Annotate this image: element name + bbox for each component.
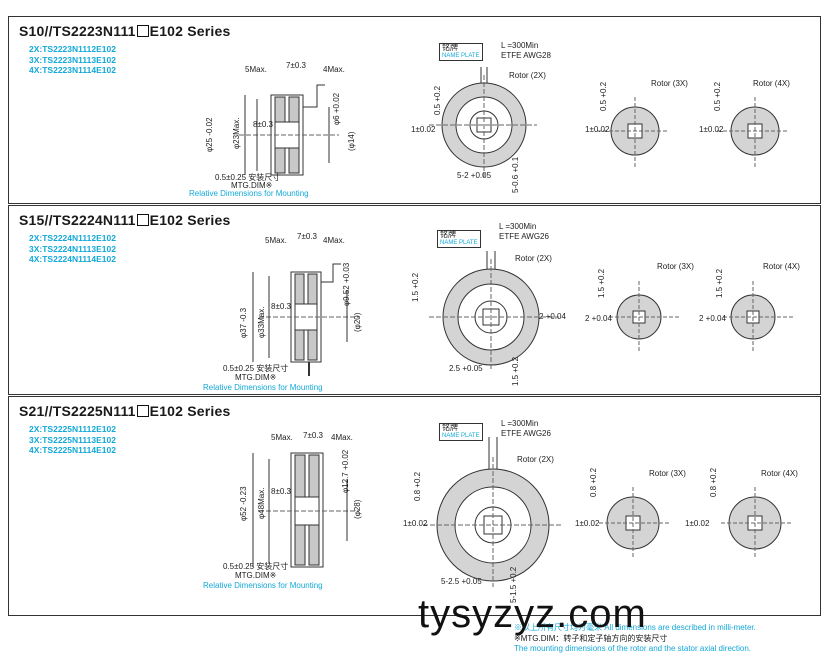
lead-wire: ETFE AWG26 — [499, 232, 549, 241]
rotor-4x-dim-a: 0.5 +0.2 — [713, 81, 722, 111]
lead-length: L =300Min — [501, 419, 539, 428]
rotor-2x-label: Rotor (2X) — [517, 455, 554, 464]
dim-4max: 4Max. — [331, 433, 353, 442]
dim-7: 7±0.3 — [297, 232, 317, 241]
rotor-dim-a: 0.5 +0.2 — [433, 85, 442, 115]
rotor-dim-d: 5-0.6 +0.1 — [511, 156, 520, 193]
dim-8: 8±0.3 — [253, 120, 273, 129]
mtg-dim-note: Relative Dimensions for Mounting — [203, 383, 323, 392]
rotor-4x-drawing — [717, 97, 787, 167]
rotor-3x-dim-a: 0.8 +0.2 — [589, 467, 598, 497]
model-list: 2X:TS2223N1112E102 3X:TS2223N1113E102 4X… — [29, 44, 116, 75]
dim-7: 7±0.3 — [286, 61, 306, 70]
rotor-4x-label: Rotor (4X) — [753, 79, 790, 88]
rotor-dim-a: 0.8 +0.2 — [413, 471, 422, 501]
rotor-3x-label: Rotor (3X) — [651, 79, 688, 88]
dim-shaft: φ9.52 +0.03 — [342, 262, 351, 306]
rotor-4x-dim-b: 1±0.02 — [699, 125, 724, 134]
front-view-drawing — [429, 251, 559, 371]
dim-bore: (φ20) — [353, 312, 362, 332]
front-view-drawing — [429, 67, 537, 177]
lead-wire: ETFE AWG28 — [501, 51, 551, 60]
dim-4max: 4Max. — [323, 65, 345, 74]
rotor-dim-b: 1±0.02 — [411, 125, 436, 134]
mtg-dim: MTG.DIM※ — [235, 571, 277, 580]
side-view-drawing — [252, 452, 359, 568]
footer-note-mtg-en: The mounting dimensions of the rotor and… — [514, 644, 752, 653]
rotor-dim-b: 2 +0.04 — [539, 312, 566, 321]
dim-outer-diameter: φ52 -0.23 — [239, 486, 248, 521]
dim-8: 8±0.3 — [271, 487, 291, 496]
rotor-4x-dim-b: 2 +0.04 — [699, 314, 726, 323]
dim-max-diameter: φ48Max. — [257, 487, 266, 519]
dim-5max: 5Max. — [271, 433, 293, 442]
dim-7: 7±0.3 — [303, 431, 323, 440]
dim-shaft: φ12.7 +0.02 — [341, 449, 350, 493]
rotor-3x-dim-a: 1.5 +0.2 — [597, 268, 606, 298]
rotor-3x-label: Rotor (3X) — [649, 469, 686, 478]
rotor-3x-dim-a: 0.5 +0.2 — [599, 81, 608, 111]
dim-8: 8±0.3 — [271, 302, 291, 311]
rotor-dim-a: 1.5 +0.2 — [411, 272, 420, 302]
rotor-dim-c: 5-2 +0.05 — [457, 171, 492, 180]
rotor-4x-drawing — [721, 487, 791, 557]
footer-note-mtg-cn: ※MTG.DIM：转子和定子轴方向的安装尺寸 — [514, 634, 668, 643]
mtg-dim: MTG.DIM※ — [231, 181, 273, 190]
rotor-3x-drawing — [609, 281, 679, 351]
rotor-3x-label: Rotor (3X) — [657, 262, 694, 271]
lead-length: L =300Min — [501, 41, 539, 50]
model-list: 2X:TS2224N1112E102 3X:TS2224N1113E102 4X… — [29, 233, 116, 264]
rotor-3x-dim-b: 2 +0.04 — [585, 314, 612, 323]
lead-length: L =300Min — [499, 222, 537, 231]
rotor-4x-dim-b: 1±0.02 — [685, 519, 710, 528]
rotor-dim-c: 2.5 +0.05 — [449, 364, 483, 373]
dim-5max: 5Max. — [265, 236, 287, 245]
rotor-dim-b: 1±0.02 — [403, 519, 428, 528]
dim-5max: 5Max. — [245, 65, 267, 74]
mtg-dim: MTG.DIM※ — [235, 373, 277, 382]
mtg-dim-cn: 0.5±0.25 安装尺寸 — [223, 562, 289, 571]
mtg-dim-cn: 0.5±0.25 安装尺寸 — [223, 364, 289, 373]
rotor-4x-label: Rotor (4X) — [763, 262, 800, 271]
rotor-4x-label: Rotor (4X) — [761, 469, 798, 478]
front-view-drawing — [423, 437, 563, 587]
rotor-3x-dim-b: 1±0.02 — [585, 125, 610, 134]
lead-wire: ETFE AWG26 — [501, 429, 551, 438]
mtg-dim-cn: 0.5±0.25 安装尺寸 — [215, 173, 281, 182]
dim-shaft: φ6 +0.02 — [332, 92, 341, 125]
model-list: 2X:TS2225N1112E102 3X:TS2225N1113E102 4X… — [29, 424, 116, 455]
side-view-drawing — [252, 263, 359, 376]
dim-outer-diameter: φ37 -0.3 — [239, 307, 248, 338]
rotor-2x-label: Rotor (2X) — [509, 71, 546, 80]
rotor-3x-drawing — [599, 487, 669, 557]
rotor-4x-dim-a: 0.8 +0.2 — [709, 467, 718, 497]
side-view-drawing — [239, 84, 339, 176]
rotor-2x-label: Rotor (2X) — [515, 254, 552, 263]
rotor-4x-drawing — [723, 281, 793, 351]
mtg-dim-note: Relative Dimensions for Mounting — [189, 189, 309, 198]
dim-max-diameter: φ33Max. — [257, 306, 266, 338]
dim-bore: (φ14) — [347, 131, 356, 151]
rotor-dim-d: 1.5 +0.2 — [511, 356, 520, 386]
dim-4max: 4Max. — [323, 236, 345, 245]
footer-note-units: ※以上所有尺寸均为毫米 All dimensions are described… — [514, 623, 756, 632]
mtg-dim-note: Relative Dimensions for Mounting — [203, 581, 323, 590]
dim-max-diameter: φ23Max. — [232, 117, 241, 149]
dim-bore: (φ28) — [353, 499, 362, 519]
rotor-dim-c: 5-2.5 +0.05 — [441, 577, 482, 586]
dim-outer-diameter: φ25 -0.02 — [205, 117, 214, 152]
rotor-3x-dim-b: 1±0.02 — [575, 519, 600, 528]
rotor-3x-drawing — [597, 97, 667, 167]
rotor-4x-dim-a: 1.5 +0.2 — [715, 268, 724, 298]
watermark: tysyzyz.com — [418, 592, 647, 636]
